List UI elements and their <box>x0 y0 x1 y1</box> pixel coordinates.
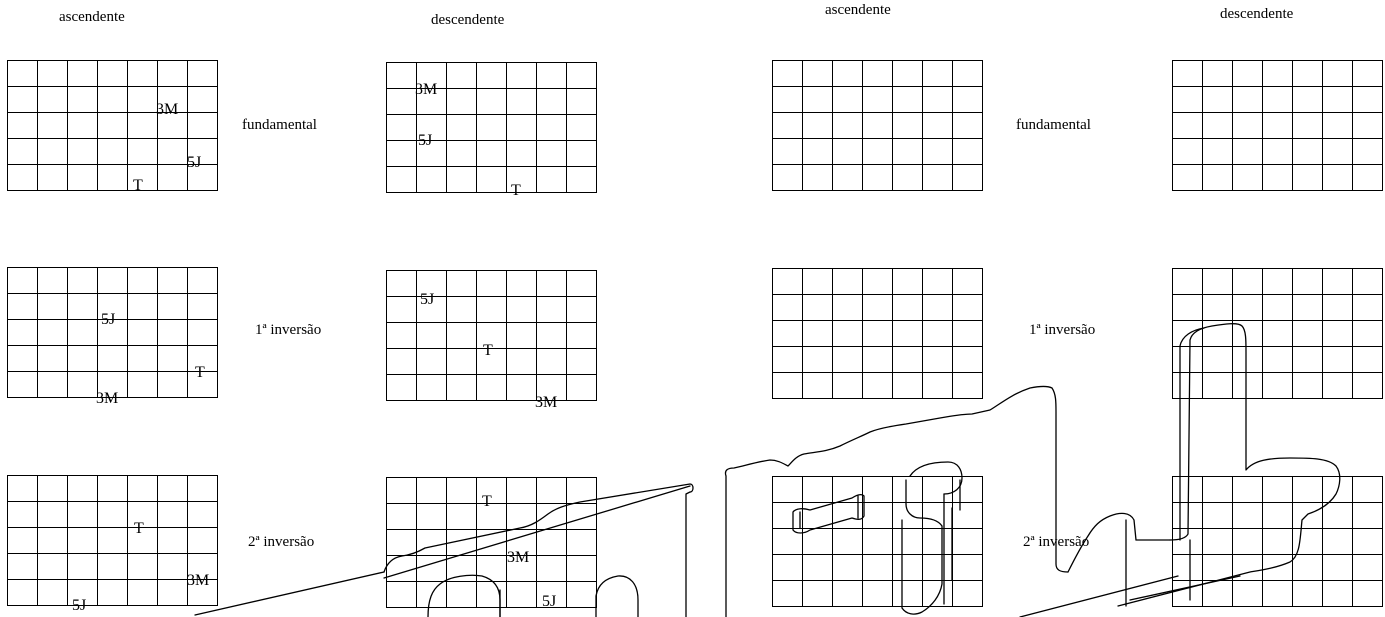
grid-right-asc-fundamental <box>772 60 982 190</box>
grid-desc-second-inversion: T 3M 5J <box>386 477 596 607</box>
row-label-second-inversion-right: 2ª inversão <box>1023 535 1089 550</box>
mark-T: T <box>133 178 143 194</box>
header-left-descending: descendente <box>431 13 504 28</box>
header-left-ascending: ascendente <box>59 10 125 25</box>
row-label-second-inversion-left: 2ª inversão <box>248 535 314 550</box>
mark-5J: 5J <box>72 598 86 614</box>
header-right-descending: descendente <box>1220 7 1293 22</box>
grid-asc-second-inversion: T 3M 5J <box>7 475 217 605</box>
grid-desc-fundamental: 3M 5J T <box>386 62 596 192</box>
mark-5J: 5J <box>420 292 434 308</box>
mark-3M: 3M <box>187 573 209 589</box>
row-label-first-inversion-left: 1ª inversão <box>255 323 321 338</box>
mark-T: T <box>195 365 205 381</box>
scribble-stroke <box>596 576 638 617</box>
grid-right-asc-second-inversion <box>772 476 982 606</box>
row-label-fundamental-left: fundamental <box>242 118 317 133</box>
mark-T: T <box>511 183 521 199</box>
mark-3M: 3M <box>96 391 118 407</box>
mark-3M: 3M <box>156 102 178 118</box>
scribble-stroke <box>1020 576 1178 617</box>
grid-asc-first-inversion: 5J T 3M <box>7 267 217 397</box>
mark-5J: 5J <box>418 133 432 149</box>
grid-right-desc-first-inversion <box>1172 268 1382 398</box>
mark-T: T <box>483 343 493 359</box>
mark-3M: 3M <box>415 82 437 98</box>
header-right-ascending: ascendente <box>825 3 891 18</box>
mark-5J: 5J <box>187 155 201 171</box>
scribble-stroke <box>195 572 384 615</box>
grid-desc-first-inversion: 5J T 3M <box>386 270 596 400</box>
grid-right-desc-second-inversion <box>1172 476 1382 606</box>
row-label-fundamental-right: fundamental <box>1016 118 1091 133</box>
grid-asc-fundamental: 3M 5J T <box>7 60 217 190</box>
grid-right-desc-fundamental <box>1172 60 1382 190</box>
mark-3M: 3M <box>535 395 557 411</box>
mark-5J: 5J <box>542 594 556 610</box>
mark-5J: 5J <box>101 312 115 328</box>
grid-right-asc-first-inversion <box>772 268 982 398</box>
mark-T: T <box>482 494 492 510</box>
mark-T: T <box>134 521 144 537</box>
mark-3M: 3M <box>507 550 529 566</box>
row-label-first-inversion-right: 1ª inversão <box>1029 323 1095 338</box>
